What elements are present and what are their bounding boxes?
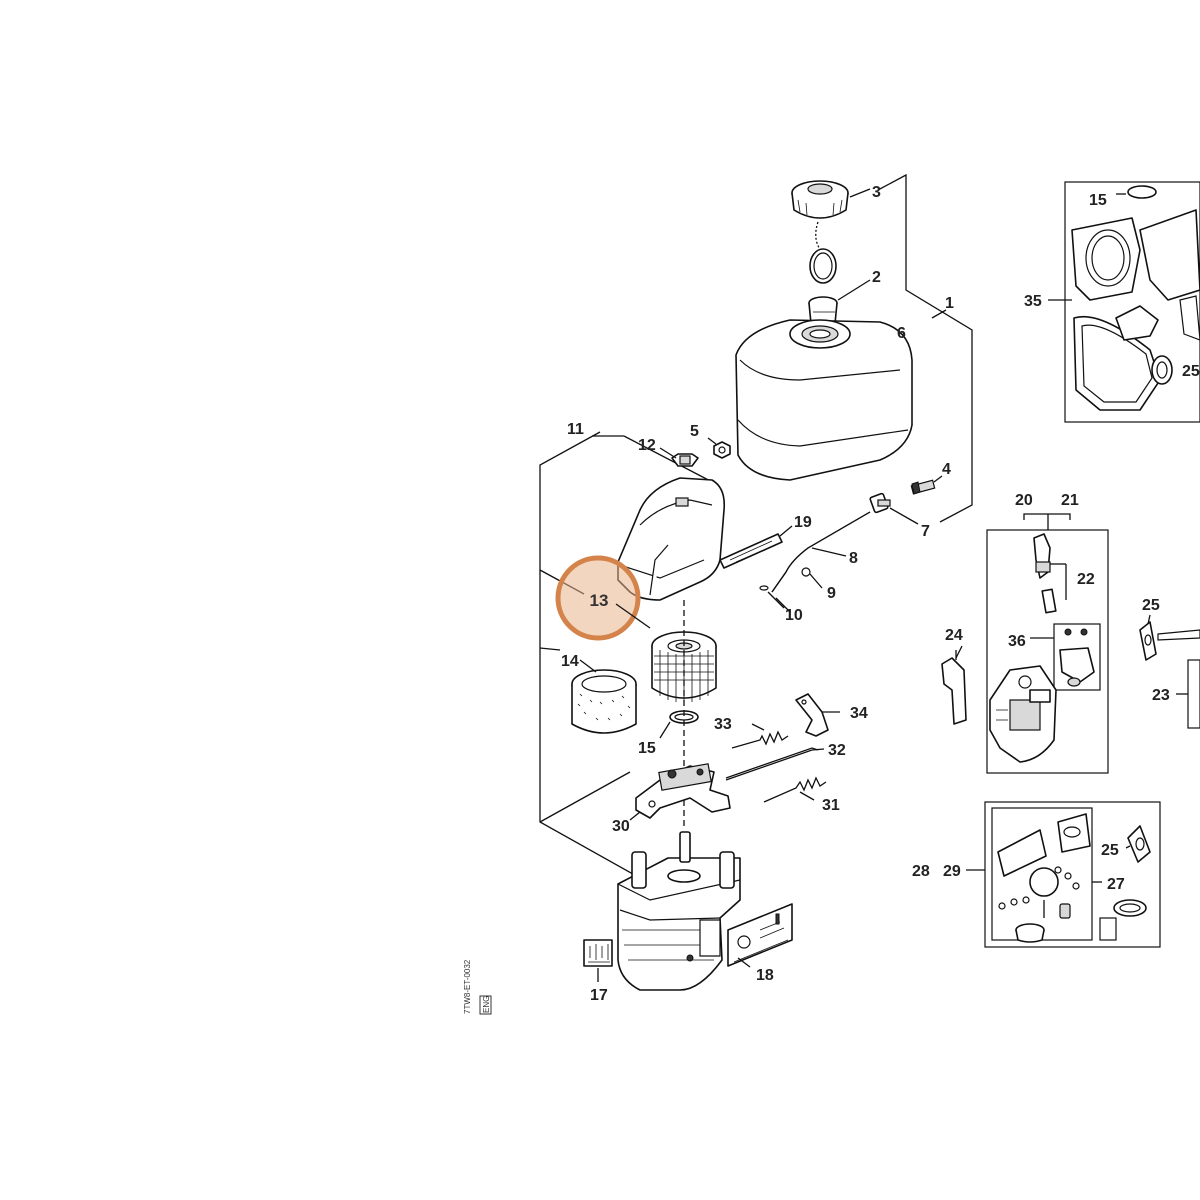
- lever-part-34[interactable]: [795, 693, 840, 737]
- tank-bolt-part[interactable]: [910, 475, 943, 495]
- callout-15-top: 15: [1089, 192, 1107, 209]
- gasket-kit-parts[interactable]: [1071, 185, 1200, 411]
- callout-17: 17: [590, 987, 608, 1004]
- carb-kit-parts[interactable]: [997, 813, 1151, 943]
- fuel-cap-part[interactable]: [791, 180, 849, 284]
- callout-15-bottom: 15: [638, 740, 656, 757]
- air-filter-cover-part[interactable]: [617, 477, 726, 601]
- callout-31: 31: [822, 797, 840, 814]
- callout-7: 7: [921, 523, 930, 540]
- callout-19: 19: [794, 514, 812, 531]
- gasket-part-19[interactable]: [719, 525, 793, 569]
- callout-11: 11: [567, 421, 584, 438]
- fuel-line-part[interactable]: [771, 511, 871, 593]
- callout-25-top: 25: [1182, 363, 1200, 380]
- nut-part-5[interactable]: [713, 441, 731, 459]
- fuel-tank-group-bracket: [877, 173, 973, 523]
- callout-3: 3: [872, 184, 881, 201]
- clip-part-10[interactable]: [759, 585, 785, 609]
- gasket-part-25-right[interactable]: [1139, 621, 1200, 661]
- hose-clamp-part[interactable]: [801, 567, 823, 589]
- part-23[interactable]: [1176, 659, 1200, 729]
- callout-35: 35: [1024, 293, 1042, 310]
- callout-6: 6: [897, 325, 906, 342]
- filter-gasket-part[interactable]: [659, 710, 699, 739]
- spring-part-33[interactable]: [731, 723, 789, 749]
- callout-30: 30: [612, 818, 630, 835]
- callout-34: 34: [850, 705, 868, 722]
- callout-22: 22: [1077, 571, 1095, 588]
- callout-13: 13: [590, 591, 609, 610]
- callout-21: 21: [1061, 492, 1079, 509]
- pre-filter-foam-part[interactable]: [571, 669, 637, 734]
- drawing-code-text: 7TW8-ET-0032: [463, 959, 472, 1014]
- callout-29: 29: [943, 863, 961, 880]
- callout-14: 14: [561, 653, 579, 670]
- fuel-tank-part[interactable]: [735, 319, 913, 481]
- highlight-circle[interactable]: [555, 555, 641, 641]
- callout-36: 36: [1008, 633, 1026, 650]
- callout-20: 20: [1015, 492, 1033, 509]
- callout-5: 5: [690, 423, 699, 440]
- callout-24: 24: [945, 627, 963, 644]
- callout-33: 33: [714, 716, 732, 733]
- callout-8: 8: [849, 550, 858, 567]
- fuel-valve-part[interactable]: [869, 492, 919, 525]
- callout-28: 28: [912, 863, 930, 880]
- air-filter-group-bracket: [539, 431, 719, 879]
- lever-part-24[interactable]: [941, 650, 967, 725]
- callout-27: 27: [1107, 876, 1125, 893]
- wing-nut-part[interactable]: [671, 453, 699, 467]
- label-part-18[interactable]: [727, 903, 793, 967]
- leader-lines: [579, 437, 1151, 982]
- callout-9: 9: [827, 585, 836, 602]
- callout-32: 32: [828, 742, 846, 759]
- drawing-tag-text: ENG: [482, 996, 491, 1013]
- spring-part-31[interactable]: [763, 776, 827, 803]
- link-rod-part-32[interactable]: [725, 747, 825, 781]
- callout-25-bottom: 25: [1101, 842, 1119, 859]
- callout-25-mid: 25: [1142, 597, 1160, 614]
- carburetor-parts[interactable]: [989, 533, 1101, 763]
- drawing-code: 7TW8-ET-0032 ENG: [463, 959, 492, 1015]
- throttle-assembly-part[interactable]: [629, 763, 731, 821]
- callout-1: 1: [945, 295, 954, 312]
- callout-4: 4: [942, 461, 951, 478]
- engine-block-part[interactable]: [617, 831, 741, 991]
- callout-2: 2: [872, 269, 881, 286]
- callout-12: 12: [638, 437, 656, 454]
- callout-23: 23: [1152, 687, 1170, 704]
- label-part-17[interactable]: [583, 939, 613, 967]
- callout-18: 18: [756, 967, 774, 984]
